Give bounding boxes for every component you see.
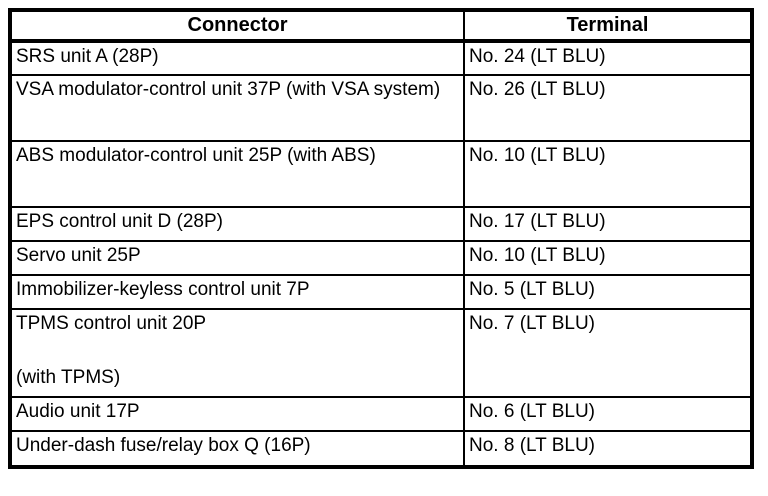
terminal-cell-text: No. 10 (LT BLU) <box>469 145 606 166</box>
connector-cell-text: Under-dash fuse/relay box Q (16P) <box>16 435 311 456</box>
connector-cell: EPS control unit D (28P) <box>12 206 465 242</box>
terminal-cell-text: No. 7 (LT BLU) <box>469 313 596 334</box>
connector-terminal-table: Connector Terminal SRS unit A (28P) No. … <box>8 8 754 469</box>
table-row: SRS unit A (28P) No. 24 (LT BLU) <box>12 40 750 76</box>
connector-cell-text: Immobilizer-keyless control unit 7P <box>16 279 310 300</box>
connector-cell: Immobilizer-keyless control unit 7P <box>12 274 465 310</box>
terminal-cell-text: No. 17 (LT BLU) <box>469 211 606 232</box>
connector-cell-secondary: (with TPMS) <box>16 367 121 388</box>
terminal-cell-text: No. 6 (LT BLU) <box>469 401 596 422</box>
connector-cell: Under-dash fuse/relay box Q (16P) <box>12 430 465 465</box>
connector-cell: Audio unit 17P <box>12 396 465 432</box>
terminal-cell-text: No. 24 (LT BLU) <box>469 46 606 67</box>
connector-cell-text: SRS unit A (28P) <box>16 46 159 67</box>
connector-cell-text: ABS modulator-control unit 25P (with ABS… <box>16 145 376 166</box>
table-row: Servo unit 25P No. 10 (LT BLU) <box>12 240 750 276</box>
connector-cell-text: EPS control unit D (28P) <box>16 211 223 232</box>
column-header-connector: Connector <box>12 12 465 43</box>
terminal-cell: No. 7 (LT BLU) <box>463 308 750 398</box>
connector-cell-text: TPMS control unit 20P <box>16 313 207 334</box>
terminal-cell: No. 26 (LT BLU) <box>463 74 750 142</box>
table-row: EPS control unit D (28P) No. 17 (LT BLU) <box>12 206 750 242</box>
terminal-cell: No. 6 (LT BLU) <box>463 396 750 432</box>
table-row: Audio unit 17P No. 6 (LT BLU) <box>12 396 750 432</box>
connector-cell-text: VSA modulator-control unit 37P (with VSA… <box>16 79 441 100</box>
terminal-cell-text: No. 26 (LT BLU) <box>469 79 606 100</box>
connector-table-body: SRS unit A (28P) No. 24 (LT BLU) VSA mod… <box>12 40 750 465</box>
table-header-row: Connector Terminal <box>12 12 750 43</box>
connector-cell: TPMS control unit 20P (with TPMS) <box>12 308 465 398</box>
table-row: ABS modulator-control unit 25P (with ABS… <box>12 140 750 208</box>
table-row: Immobilizer-keyless control unit 7P No. … <box>12 274 750 310</box>
connector-cell-text: Servo unit 25P <box>16 245 141 266</box>
terminal-cell: No. 24 (LT BLU) <box>463 40 750 76</box>
connector-table: Connector Terminal SRS unit A (28P) No. … <box>12 12 750 465</box>
terminal-cell: No. 10 (LT BLU) <box>463 140 750 208</box>
connector-cell: ABS modulator-control unit 25P (with ABS… <box>12 140 465 208</box>
terminal-cell: No. 17 (LT BLU) <box>463 206 750 242</box>
terminal-cell-text: No. 8 (LT BLU) <box>469 435 596 456</box>
connector-cell: SRS unit A (28P) <box>12 40 465 76</box>
terminal-cell: No. 10 (LT BLU) <box>463 240 750 276</box>
connector-cell: Servo unit 25P <box>12 240 465 276</box>
table-row: TPMS control unit 20P (with TPMS) No. 7 … <box>12 308 750 398</box>
column-header-terminal: Terminal <box>463 12 750 43</box>
terminal-cell-text: No. 10 (LT BLU) <box>469 245 606 266</box>
terminal-cell: No. 8 (LT BLU) <box>463 430 750 465</box>
connector-cell: VSA modulator-control unit 37P (with VSA… <box>12 74 465 142</box>
table-row: Under-dash fuse/relay box Q (16P) No. 8 … <box>12 430 750 465</box>
connector-cell-text: Audio unit 17P <box>16 401 140 422</box>
terminal-cell-text: No. 5 (LT BLU) <box>469 279 596 300</box>
table-row: VSA modulator-control unit 37P (with VSA… <box>12 74 750 142</box>
terminal-cell: No. 5 (LT BLU) <box>463 274 750 310</box>
